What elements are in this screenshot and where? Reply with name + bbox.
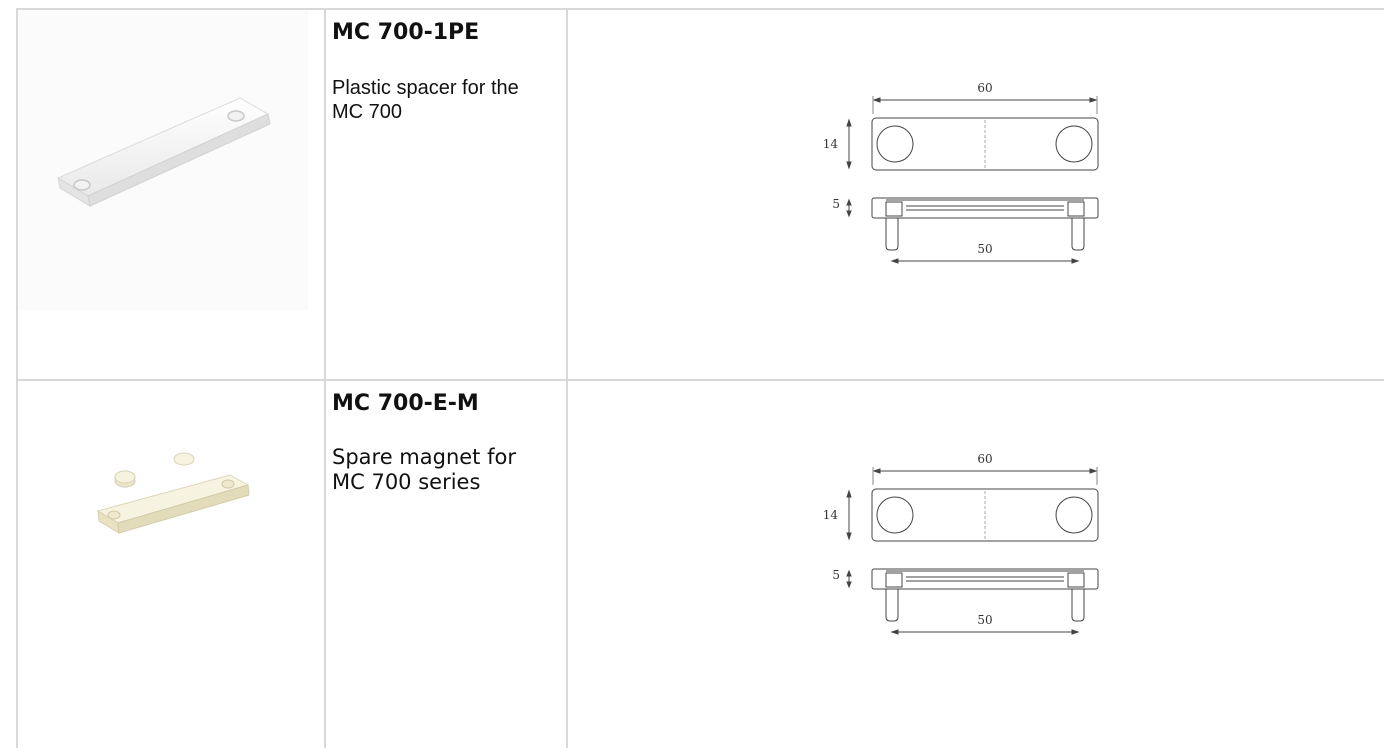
table-border-left — [16, 8, 18, 748]
technical-drawing: 60 14 5 50 — [823, 81, 1099, 264]
product-info-cell: MC 700-E-M Spare magnet for MC 700 serie… — [332, 391, 562, 495]
drawing-thickness-label: 5 — [832, 568, 840, 582]
product-image-cell — [18, 10, 308, 310]
table-border-top — [16, 8, 1384, 10]
drawing-hole-spacing-label: 50 — [977, 613, 992, 627]
table-column-divider-1 — [324, 8, 326, 748]
technical-drawing: 60 14 5 50 — [823, 452, 1099, 635]
product-description: Spare magnet for MC 700 series — [332, 445, 516, 494]
drawing-height-label: 14 — [823, 508, 839, 522]
table-row-divider — [16, 379, 1384, 381]
technical-drawing-cell: 60 14 5 50 — [568, 10, 1384, 379]
product-code: MC 700-1PE — [332, 20, 480, 45]
drawing-width-label: 60 — [977, 452, 992, 466]
product-description: Plastic spacer for the MC 700 — [332, 77, 519, 123]
drawing-height-label: 14 — [823, 137, 839, 151]
drawing-thickness-label: 5 — [832, 197, 840, 211]
drawing-width-label: 60 — [977, 81, 992, 95]
table-row: MC 700-1PE Plastic spacer for the MC 700 — [18, 10, 1384, 379]
technical-drawing-cell: 60 14 5 50 — [568, 381, 1384, 748]
table-column-divider-2 — [566, 8, 568, 748]
drawing-hole-spacing-label: 50 — [977, 242, 992, 256]
cream-magnet-set-icon — [96, 452, 250, 534]
table-row: MC 700-E-M Spare magnet for MC 700 serie… — [18, 381, 1384, 748]
product-image-cell — [18, 381, 308, 581]
product-code: MC 700-E-M — [332, 391, 479, 416]
white-plastic-spacer-icon — [56, 97, 271, 208]
product-info-cell: MC 700-1PE Plastic spacer for the MC 700 — [332, 20, 562, 124]
